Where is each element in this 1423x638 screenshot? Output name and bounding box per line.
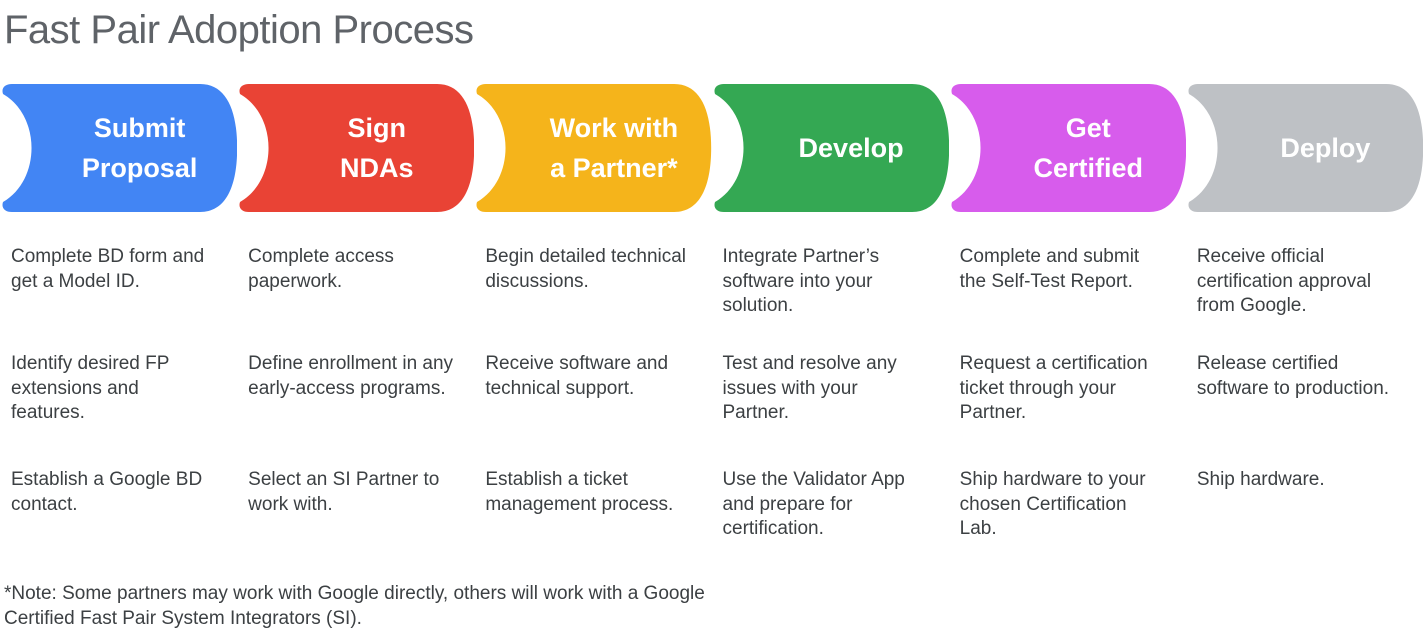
step-description: Begin detailed technical discussions. [485,246,687,292]
stage-label: Sign NDAs [339,112,414,184]
stage-develop: Develop [712,84,949,212]
stage-work-with-partner: Work with a Partner* [474,84,712,212]
step-description: Ship hardware. [1196,469,1325,490]
process-stage-row: Submit Proposal Sign NDAs Work with a Pa… [0,84,1423,212]
step-description: Establish a Google BD contact. [11,469,203,515]
stage-ribbon-shape [476,84,712,212]
page-title: Fast Pair Adoption Process [4,8,474,52]
stage-ribbon-shape [951,84,1186,212]
stage-ribbon-shape [713,84,949,212]
stage-get-certified: Get Certified [949,84,1186,212]
step-description: Ship hardware to your chosen Certificati… [959,469,1146,540]
stage-label: Work with a Partner* [549,112,679,184]
stage-label: Develop [798,132,904,163]
step-description: Identify desired FP extensions and featu… [11,353,170,424]
step-description: Establish a ticket management process. [485,469,674,515]
stage-deploy: Deploy [1186,84,1423,212]
fast-pair-adoption-diagram: Fast Pair Adoption Process Submit Propos… [0,6,1423,631]
step-description: Select an SI Partner to work with. [248,469,440,515]
stage-ribbon-shape [2,84,238,212]
step-description: Release certified software to production… [1196,353,1390,399]
step-description: Request a certification ticket through y… [959,353,1148,424]
step-description: Complete BD form and get a Model ID. [11,246,205,292]
step-description: Integrate Partner’s software into your s… [722,246,880,317]
step-description: Receive official certification approval … [1196,246,1372,317]
stage-label: Deploy [1280,132,1371,163]
stage-submit-proposal: Submit Proposal [0,84,238,212]
stage-steps-grid: Complete BD form and get a Model ID. Ide… [0,245,1423,542]
stage-ribbon-shape [239,84,475,212]
stage-sign-ndas: Sign NDAs [237,84,475,212]
stage-ribbon-shape [1188,84,1423,212]
stage-label: Submit Proposal [81,112,198,184]
step-description: Receive software and technical support. [485,353,669,399]
step-description: Complete and submit the Self-Test Report… [959,246,1140,292]
footnote: *Note: Some partners may work with Googl… [4,583,705,629]
step-description: Complete access paperwork. [248,246,394,292]
step-description: Test and resolve any issues with your Pa… [722,353,897,424]
stage-label: Get Certified [1033,112,1143,184]
step-description: Use the Validator App and prepare for ce… [722,469,905,540]
step-description: Define enrollment in any early-access pr… [248,353,454,399]
